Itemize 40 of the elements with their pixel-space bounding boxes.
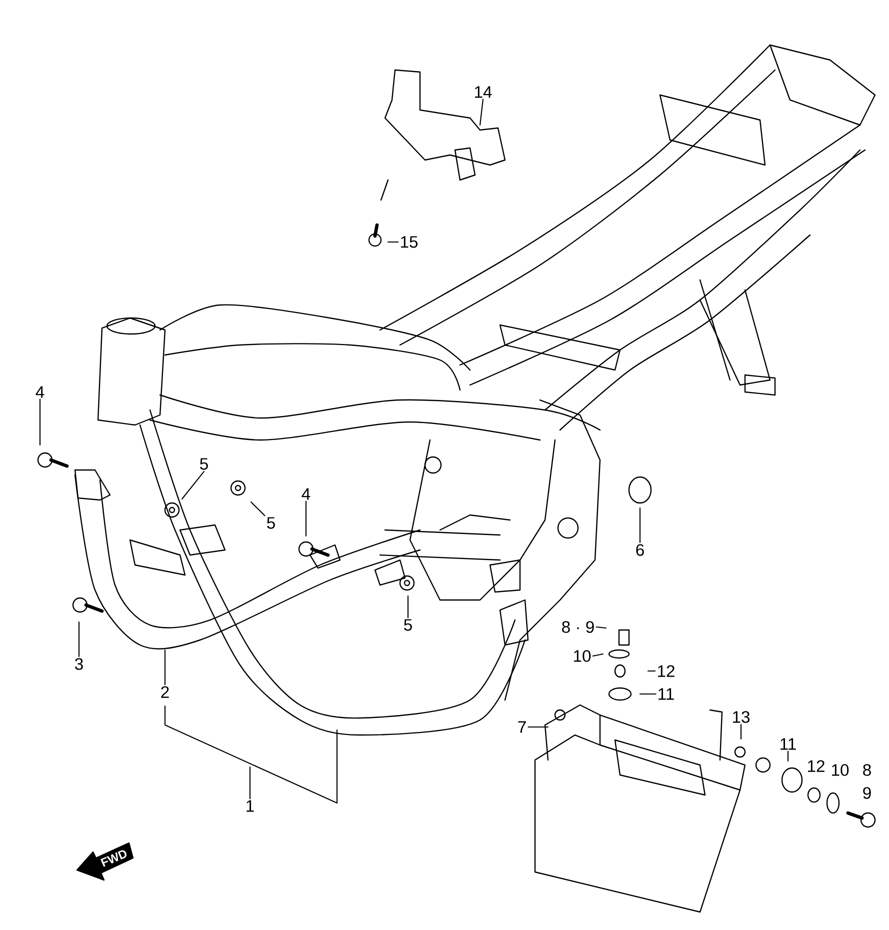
callout-number: 7: [518, 721, 526, 733]
callout-number: 5: [200, 458, 208, 470]
callout-number: 1: [246, 800, 254, 812]
callout-number: 8: [863, 764, 871, 776]
callout-number: 8 · 9: [562, 621, 594, 633]
leader-line: [639, 693, 656, 695]
callout-number: 11: [780, 738, 796, 750]
leader-line: [250, 501, 266, 516]
leader-line: [249, 766, 251, 800]
callout-number: 12: [808, 760, 824, 772]
leader-line: [164, 649, 166, 686]
leader-line: [181, 470, 205, 500]
leader-line: [39, 398, 41, 446]
leader-line: [639, 507, 641, 544]
callout-number: 12: [658, 665, 674, 677]
callout-number: 6: [636, 544, 644, 556]
callout-number: 11: [658, 688, 674, 700]
leader-line: [592, 653, 604, 657]
callout-number: 13: [733, 711, 750, 723]
callout-number: 5: [404, 619, 412, 631]
callout-number: 10: [574, 650, 591, 662]
leader-line: [740, 724, 742, 740]
leader-line: [528, 726, 549, 728]
leader-line: [78, 621, 80, 658]
leader-line: [479, 98, 484, 126]
callout-number: 4: [302, 488, 310, 500]
leader-line: [305, 500, 307, 537]
callout-number: 4: [36, 386, 44, 398]
callout-number: 5: [267, 517, 275, 529]
callout-number: 10: [832, 764, 849, 776]
leader-line: [407, 595, 409, 618]
leader-line: [787, 750, 789, 762]
callout-number: 3: [75, 658, 83, 670]
callout-number: 15: [401, 236, 418, 248]
leader-line: [596, 626, 607, 629]
leader-line: [387, 241, 399, 243]
callout-number: 2: [161, 686, 169, 698]
callout-number: 14: [475, 86, 492, 98]
leader-line: [647, 670, 656, 672]
callout-number: 9: [863, 787, 871, 799]
